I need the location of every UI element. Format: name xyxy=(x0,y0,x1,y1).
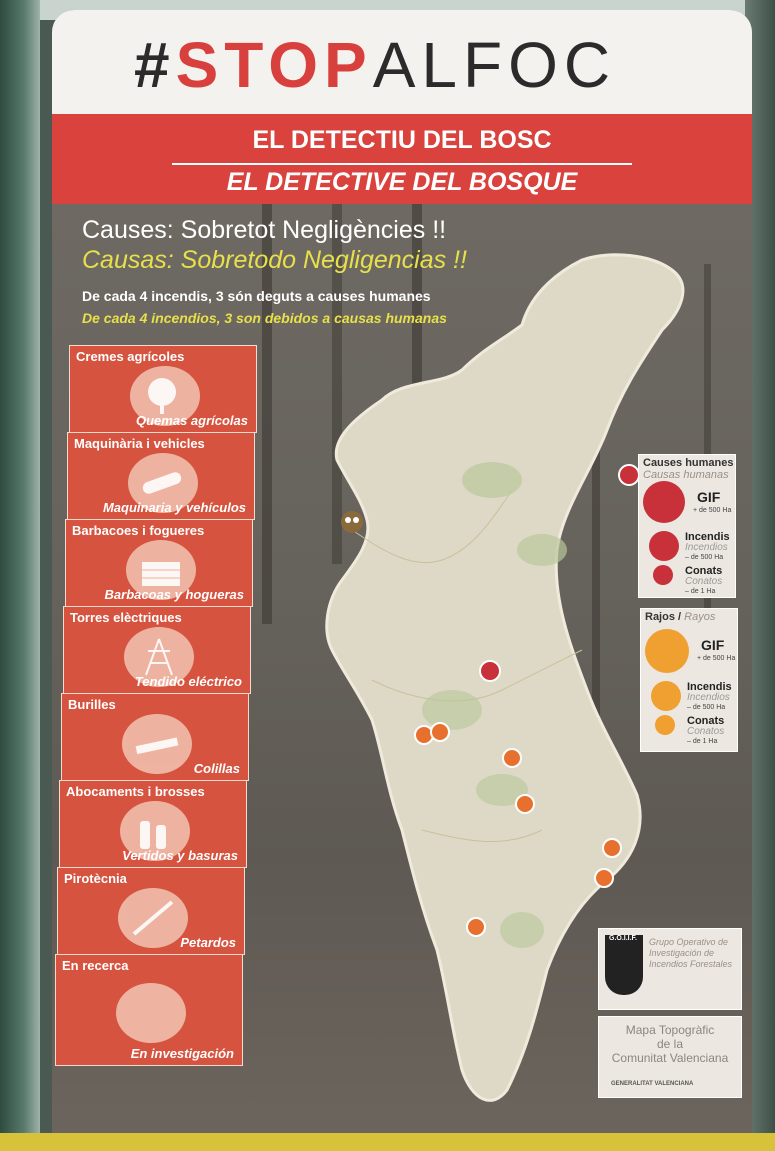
cause-card: Burilles Colillas xyxy=(61,693,249,781)
wall-left xyxy=(0,0,40,1151)
cause-card: En recerca En investigación xyxy=(55,954,243,1066)
goiif-text: Grupo Operativo de Investigación de Ince… xyxy=(649,937,733,969)
cause-label-ca: Abocaments i brosses xyxy=(66,784,205,799)
cause-card: Maquinària i vehicles Maquinaria y vehíc… xyxy=(67,432,255,520)
cause-label-ca: Maquinària i vehicles xyxy=(74,436,205,451)
cause-card: Cremes agrícoles Quemas agrícolas xyxy=(69,345,257,433)
tree-icon xyxy=(130,366,200,426)
fire-marker-human xyxy=(618,464,640,486)
barbecue-icon xyxy=(126,540,196,600)
cause-label-es: Barbacoas y hogueras xyxy=(104,587,244,602)
cause-label-es: Petardos xyxy=(180,935,236,950)
valencia-map xyxy=(325,253,685,1102)
cause-card: Abocaments i brosses Vertidos y basuras xyxy=(59,780,247,868)
legend-row: Conats Conatos – de 1 Ha xyxy=(643,565,739,605)
cause-label-ca: Barbacoes i fogueres xyxy=(72,523,205,538)
fire-marker-lightning xyxy=(466,917,486,937)
fire-marker-human xyxy=(479,660,501,682)
cause-label-ca: Burilles xyxy=(68,697,116,712)
goiif-panel: G.O.I.I.F. Grupo Operativo de Investigac… xyxy=(598,928,742,1010)
cause-label-es: Colillas xyxy=(193,761,240,776)
chainsaw-icon xyxy=(128,453,198,513)
legend-row: GIF + de 500 Ha xyxy=(645,629,741,673)
cause-label-ca: En recerca xyxy=(62,958,129,973)
cause-label-es: Maquinaria y vehículos xyxy=(102,500,246,515)
power-tower-icon xyxy=(124,627,194,687)
cause-label-es: Vertidos y basuras xyxy=(122,848,238,863)
search-icon xyxy=(116,983,186,1043)
shield-icon xyxy=(605,935,643,995)
cause-label-es: En investigación xyxy=(130,1046,234,1061)
statistic-catalan: De cada 4 incendis, 3 són deguts a cause… xyxy=(82,288,431,304)
poster-header: #STOPALFOC xyxy=(52,10,752,128)
legend-row: Incendis Incendios – de 500 Ha xyxy=(645,681,741,721)
cause-label-ca: Torres elèctriques xyxy=(70,610,182,625)
fire-marker-lightning xyxy=(515,794,535,814)
cause-card: Barbacoes i fogueres Barbacoas y hoguera… xyxy=(65,519,253,607)
fire-marker-lightning xyxy=(414,725,434,745)
hashtag-alfoc: ALFOC xyxy=(372,29,617,101)
fire-marker-lightning xyxy=(430,722,450,742)
legend-row: Conats Conatos – de 1 Ha xyxy=(645,715,741,755)
cause-label-es: Tendido eléctrico xyxy=(134,674,242,689)
fire-icon xyxy=(653,565,673,585)
hashtag-title: #STOPALFOC xyxy=(134,28,616,102)
legend-row: GIF + de 500 Ha xyxy=(643,481,739,523)
cause-label-ca: Cremes agrícoles xyxy=(76,349,185,364)
title-catalan: EL DETECTIU DEL BOSC xyxy=(252,126,552,154)
title-divider xyxy=(172,163,632,165)
fire-icon xyxy=(643,481,685,523)
generalitat-logo: GENERALITAT VALENCIANA xyxy=(611,1081,694,1087)
fire-marker-lightning xyxy=(502,748,522,768)
goiif-badge: G.O.I.I.F. xyxy=(609,935,638,942)
legend-lightning: Rajos / Rayos GIF + de 500 Ha Incendis I… xyxy=(640,608,738,752)
cause-card: Pirotècnia Petardos xyxy=(57,867,245,955)
tree-trunk xyxy=(592,304,600,784)
fire-marker-lightning xyxy=(594,868,614,888)
legend-title: Rajos / Rayos xyxy=(645,611,716,623)
floor-strip xyxy=(0,1133,775,1151)
cigarette-icon xyxy=(122,714,192,774)
fire-marker-lightning xyxy=(602,838,622,858)
tree-trunk xyxy=(412,204,422,444)
firework-icon xyxy=(118,888,188,948)
fire-icon xyxy=(651,681,681,711)
cause-card: Torres elèctriques Tendido eléctrico xyxy=(63,606,251,694)
fire-icon xyxy=(649,531,679,561)
legend-row: Incendis Incendios – de 500 Ha xyxy=(643,531,739,571)
title-band: EL DETECTIU DEL BOSC EL DETECTIVE DEL BO… xyxy=(52,114,752,204)
hashtag-hash: # xyxy=(134,29,176,101)
owl-icon xyxy=(341,511,363,533)
tree-trunk xyxy=(262,204,272,624)
bottles-icon xyxy=(120,801,190,861)
causes-spanish: Causas: Sobretodo Negligencias !! xyxy=(82,246,467,274)
tree-trunk xyxy=(332,204,342,564)
poster: #STOPALFOC EL DETECTIU DEL BOSC EL DETEC… xyxy=(52,10,752,1140)
title-spanish: EL DETECTIVE DEL BOSQUE xyxy=(226,168,578,196)
statistic-spanish: De cada 4 incendios, 3 son debidos a cau… xyxy=(82,310,447,326)
causes-catalan: Causes: Sobretot Negligències !! xyxy=(82,216,447,244)
cause-label-es: Quemas agrícolas xyxy=(136,413,248,428)
hashtag-stop: STOP xyxy=(175,29,373,101)
cause-label-ca: Pirotècnia xyxy=(64,871,127,886)
fire-icon xyxy=(655,715,675,735)
fire-icon xyxy=(645,629,689,673)
